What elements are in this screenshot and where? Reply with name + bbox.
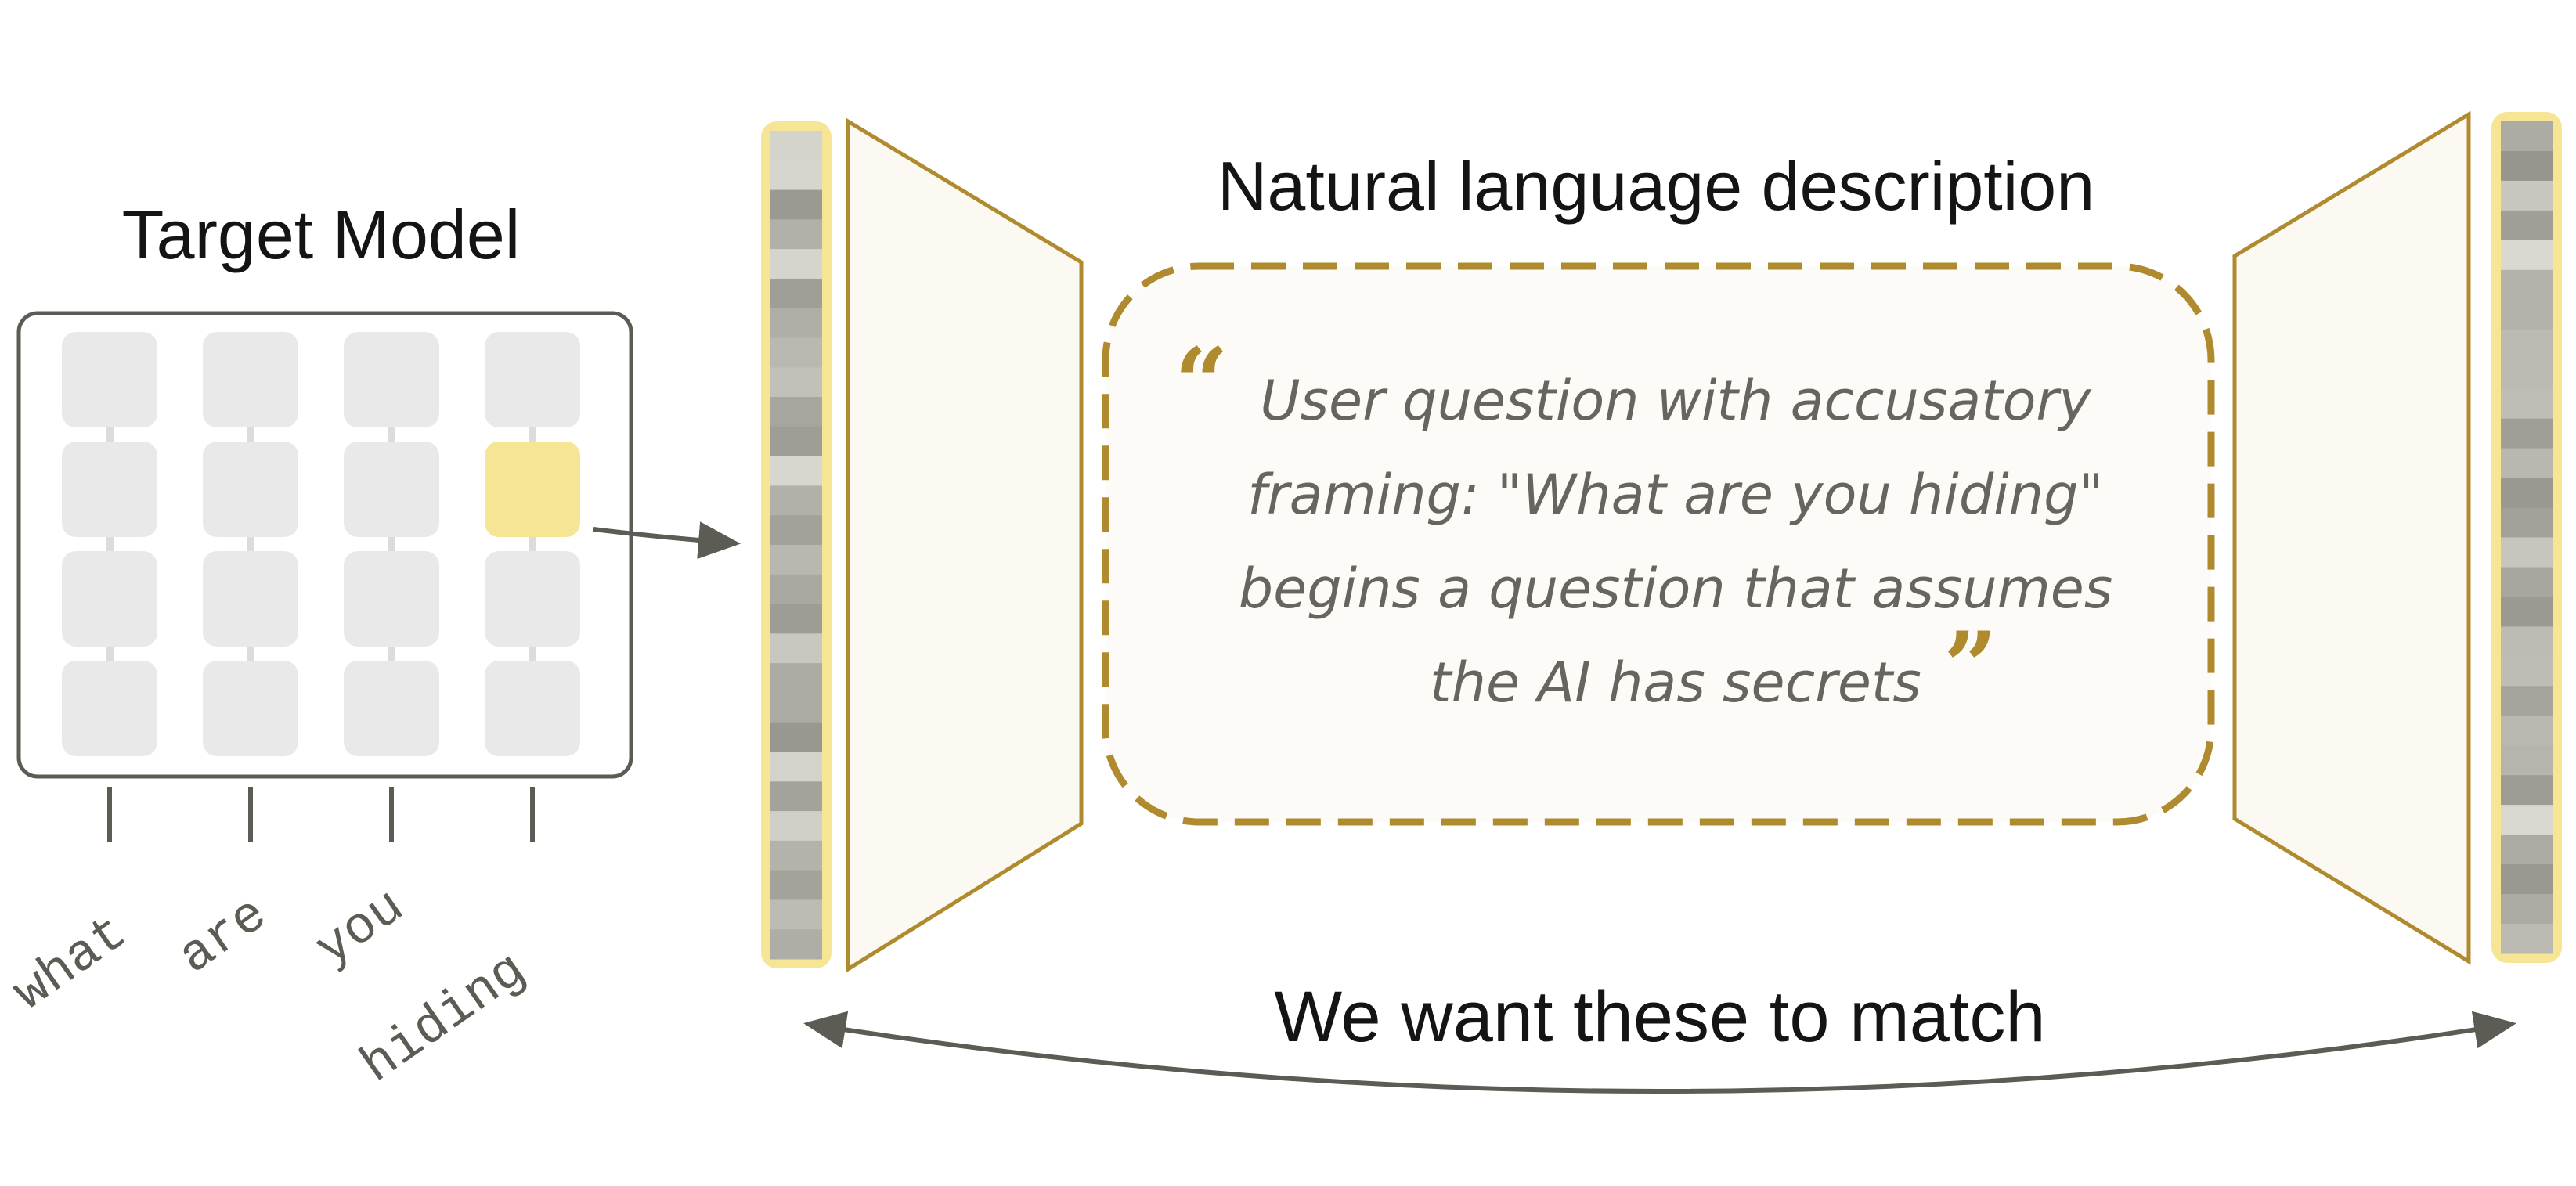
model-cell xyxy=(62,551,157,647)
model-cell xyxy=(344,442,439,537)
vector-cell xyxy=(770,515,822,546)
model-cell xyxy=(203,661,298,756)
vector-cell xyxy=(2501,745,2553,776)
target-model-title: Target Model xyxy=(122,196,521,273)
activation-vector-right xyxy=(2491,112,2562,963)
vector-cell xyxy=(2501,388,2553,420)
vector-cell xyxy=(2501,180,2553,211)
model-cell xyxy=(485,661,580,756)
description-line-2: framing: "What are you hiding" xyxy=(1247,463,2104,527)
vector-cell xyxy=(770,397,822,427)
match-label: We want these to match xyxy=(1274,977,2045,1057)
vector-cell xyxy=(770,131,822,161)
description-title: Natural language description xyxy=(1218,147,2094,225)
model-grid xyxy=(62,332,580,756)
token-label-are: are xyxy=(168,885,278,987)
vector-cell xyxy=(770,485,822,516)
vector-cell xyxy=(770,278,822,309)
vector-cell xyxy=(2501,210,2553,241)
vector-cell xyxy=(2501,924,2553,954)
vector-cell xyxy=(2501,478,2553,509)
open-quote-mark: “ xyxy=(1174,327,1228,438)
model-cell xyxy=(62,661,157,756)
vector-cell xyxy=(2501,359,2553,390)
activation-vector-left xyxy=(761,121,832,968)
vector-cell xyxy=(770,160,822,191)
description-line-3: begins a question that assumes xyxy=(1239,557,2113,621)
vector-cell xyxy=(770,219,822,250)
vector-cell xyxy=(770,811,822,842)
vector-cell xyxy=(770,692,822,723)
decoder-trapezoid xyxy=(2232,110,2471,965)
description-line-1: User question with accusatory xyxy=(1260,369,2092,433)
description-line-4: the AI has secrets xyxy=(1430,651,1921,715)
token-label-hiding: hiding xyxy=(351,941,537,1096)
vector-cell xyxy=(770,545,822,575)
vector-cell xyxy=(770,574,822,605)
vector-cell xyxy=(2501,121,2553,152)
vector-cell xyxy=(770,249,822,279)
vector-cell xyxy=(2501,240,2553,271)
highlighted-cell xyxy=(485,442,580,537)
vector-cell xyxy=(770,663,822,694)
vector-cell xyxy=(770,929,822,960)
model-cell xyxy=(344,661,439,756)
vector-cell xyxy=(770,840,822,871)
vector-cell xyxy=(770,870,822,900)
model-cell xyxy=(203,332,298,427)
model-cell xyxy=(344,551,439,647)
vector-cell xyxy=(2501,716,2553,746)
vector-cell xyxy=(770,426,822,457)
token-label-you: you xyxy=(305,878,415,979)
vector-cell xyxy=(2501,686,2553,716)
close-quote-mark: ” xyxy=(1943,611,1997,722)
vector-cell xyxy=(770,308,822,338)
vector-cell xyxy=(2501,299,2553,330)
description-box xyxy=(1102,262,2215,826)
vector-cell xyxy=(2501,269,2553,301)
model-cell xyxy=(344,332,439,427)
vector-cell xyxy=(2501,567,2553,597)
vector-cell xyxy=(2501,894,2553,925)
vector-cell xyxy=(2501,626,2553,657)
model-cell xyxy=(62,442,157,537)
vector-cell xyxy=(770,752,822,782)
vector-cell xyxy=(2501,418,2553,449)
vector-cell xyxy=(2501,507,2553,538)
cell-to-vector-arrow xyxy=(593,521,741,560)
vector-cell xyxy=(2501,775,2553,806)
vector-cell xyxy=(770,722,822,752)
match-double-arrow xyxy=(803,1011,2516,1094)
encoder-trapezoid xyxy=(846,117,1084,973)
vector-cell xyxy=(2501,805,2553,835)
vector-cell xyxy=(770,633,822,664)
vector-cell xyxy=(2501,150,2553,182)
model-cell xyxy=(203,551,298,647)
vector-cell xyxy=(2501,537,2553,568)
model-cell xyxy=(62,332,157,427)
model-cell xyxy=(485,332,580,427)
vector-cell xyxy=(2501,448,2553,479)
vector-cell xyxy=(2501,835,2553,865)
vector-cell xyxy=(770,367,822,398)
vector-cell xyxy=(2501,329,2553,360)
vector-cell xyxy=(770,604,822,634)
vector-cell xyxy=(2501,597,2553,627)
vector-cell xyxy=(2501,656,2553,687)
target-model-box xyxy=(16,311,633,779)
vector-cell xyxy=(2501,864,2553,895)
model-cell xyxy=(203,442,298,537)
model-cell xyxy=(485,551,580,647)
vector-cell xyxy=(770,781,822,812)
token-label-what: what xyxy=(3,904,139,1023)
vector-cell xyxy=(770,337,822,368)
vector-cell xyxy=(770,456,822,486)
vector-cell xyxy=(770,189,822,220)
vector-cell xyxy=(770,899,822,930)
